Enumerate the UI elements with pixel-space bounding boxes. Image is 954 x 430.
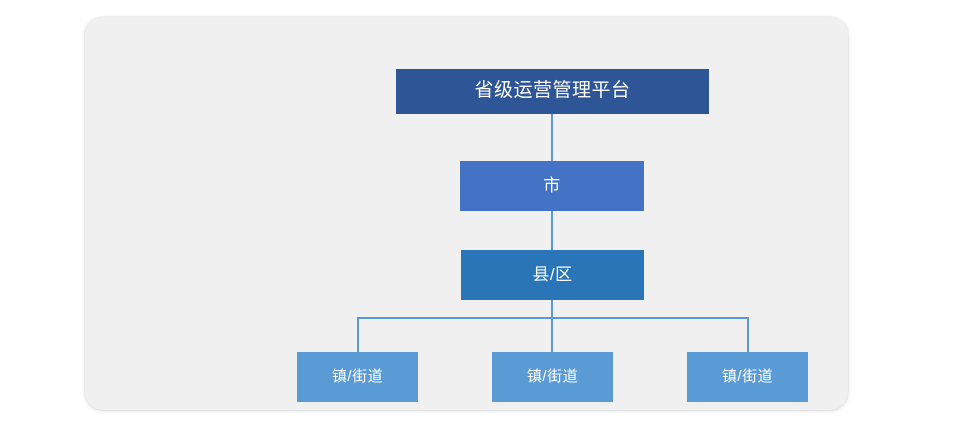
- org-node-county[interactable]: 县/区: [461, 250, 644, 300]
- org-node-town-1[interactable]: 镇/街道: [297, 352, 418, 402]
- connector-county-stem: [551, 300, 553, 318]
- connector-horizontal-bus: [357, 317, 748, 319]
- connector-city-to-county: [551, 211, 553, 250]
- connector-province-to-city: [551, 114, 553, 161]
- org-node-province[interactable]: 省级运营管理平台: [396, 69, 709, 114]
- diagram-panel: 省级运营管理平台 市 县/区 镇/街道 镇/街道 镇/街道: [85, 17, 848, 410]
- connector-drop-town-3: [747, 317, 749, 352]
- connector-drop-town-1: [357, 317, 359, 352]
- org-node-town-3[interactable]: 镇/街道: [687, 352, 808, 402]
- org-node-town-2[interactable]: 镇/街道: [492, 352, 613, 402]
- org-node-city[interactable]: 市: [460, 161, 644, 211]
- connector-drop-town-2: [551, 317, 553, 352]
